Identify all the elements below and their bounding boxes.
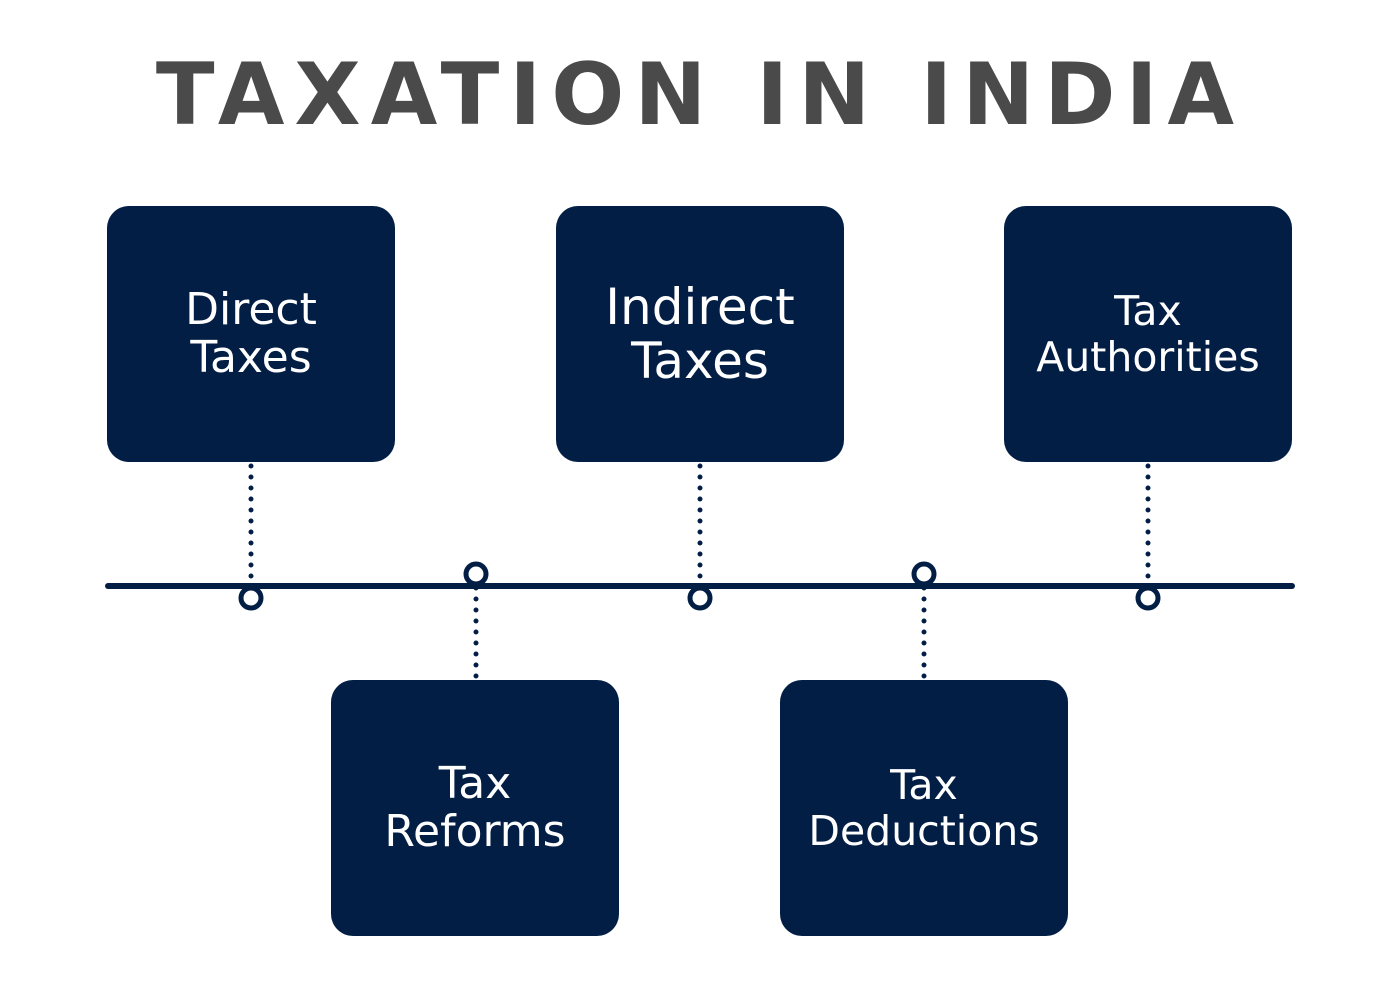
box-indirect-taxes-line-2: Taxes — [631, 332, 769, 390]
marker-tax-authorities — [1135, 585, 1161, 611]
box-tax-reforms-line-1: Tax — [438, 758, 512, 809]
box-tax-deductions-line-1: Tax — [890, 761, 958, 809]
box-direct-taxes: Direct Taxes — [107, 206, 395, 462]
box-direct-taxes-line-1: Direct — [185, 284, 317, 335]
marker-tax-reforms — [463, 561, 489, 587]
box-indirect-taxes: Indirect Taxes — [556, 206, 844, 462]
marker-tax-deductions — [911, 561, 937, 587]
box-tax-reforms: Tax Reforms — [331, 680, 619, 936]
marker-indirect-taxes — [687, 585, 713, 611]
box-tax-authorities-line-2: Authorities — [1036, 333, 1260, 381]
box-tax-reforms-line-2: Reforms — [384, 806, 566, 857]
marker-direct-taxes — [238, 585, 264, 611]
box-tax-authorities-line-1: Tax — [1114, 287, 1182, 335]
box-tax-deductions-line-2: Deductions — [808, 807, 1040, 855]
box-tax-deductions: Tax Deductions — [780, 680, 1068, 936]
box-tax-authorities: Tax Authorities — [1004, 206, 1292, 462]
page-title: TAXATION IN INDIA — [155, 45, 1245, 145]
box-direct-taxes-line-2: Taxes — [190, 332, 312, 383]
box-indirect-taxes-line-1: Indirect — [605, 278, 795, 336]
